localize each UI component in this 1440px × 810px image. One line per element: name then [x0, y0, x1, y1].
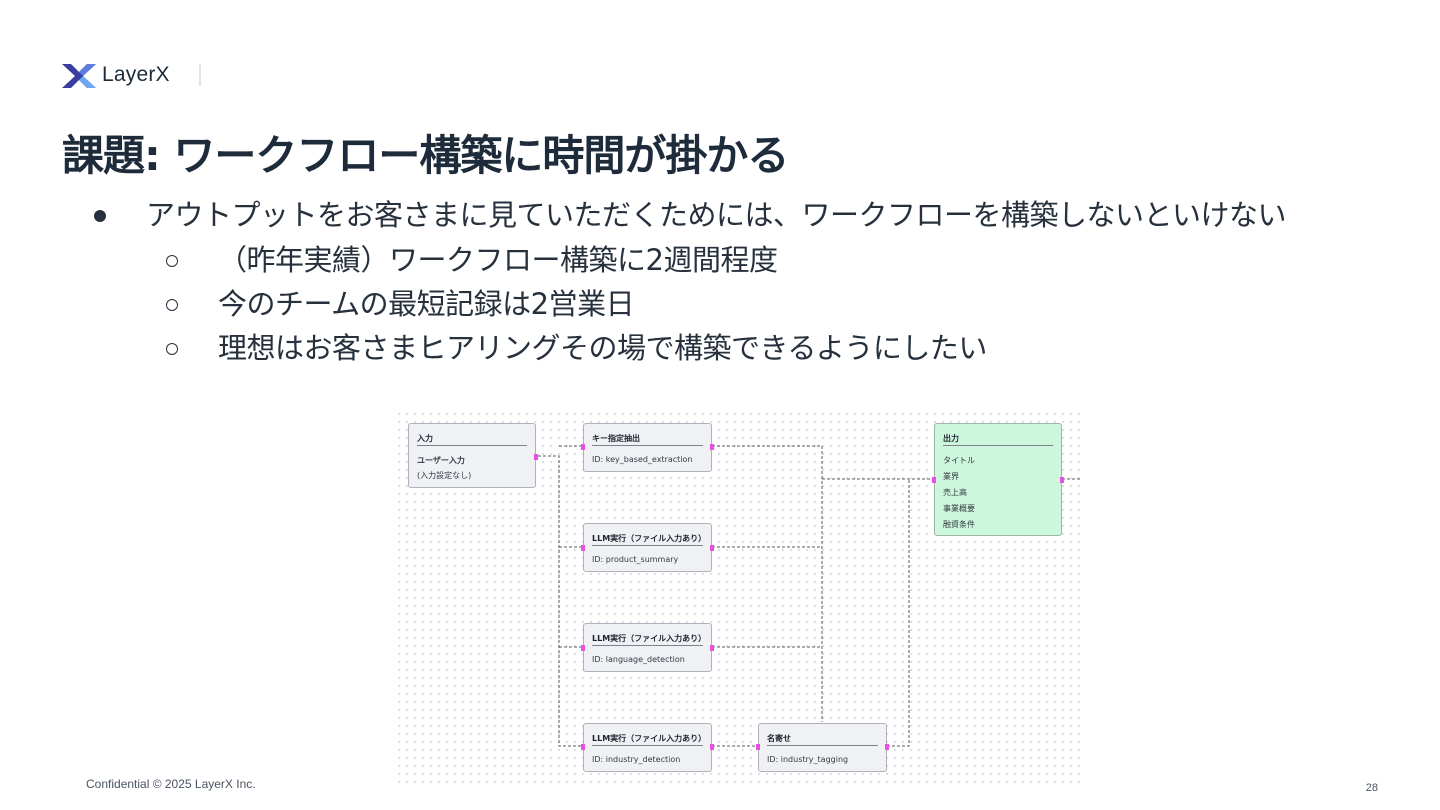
- output-port[interactable]: [710, 444, 714, 450]
- brand-name: LayerX: [102, 63, 170, 86]
- workflow-diagram-screenshot: 入力 ユーザー入力 (入力設定なし) キー指定抽出 ID: key_based_…: [395, 410, 1082, 785]
- node-id: ID: product_summary: [592, 555, 679, 564]
- node-divider: [592, 645, 703, 646]
- page-number: 28: [1365, 782, 1378, 794]
- node-naming[interactable]: 名寄せ ID: industry_tagging: [756, 723, 889, 772]
- output-port[interactable]: [710, 645, 714, 651]
- output-field: 事業概要: [943, 504, 975, 513]
- bullet-dot-icon: [94, 210, 106, 222]
- output-field: タイトル: [943, 456, 975, 465]
- output-port[interactable]: [710, 545, 714, 551]
- input-port[interactable]: [581, 444, 585, 450]
- node-id: ID: key_based_extraction: [592, 455, 693, 464]
- node-divider: [592, 745, 703, 746]
- slide-title: 課題: ワークフロー構築に時間が掛かる: [62, 131, 789, 180]
- bullet-main-text: アウトプットをお客さまに見ていただくためには、ワークフローを構築しないといけない: [146, 198, 1287, 232]
- node-output[interactable]: 出力 タイトル 業界 売上高 事業概要 融資条件: [932, 423, 1064, 536]
- node-divider: [943, 445, 1053, 446]
- output-field: 売上高: [943, 488, 967, 497]
- node-divider: [417, 445, 527, 446]
- sub-bullet-text: 理想はお客さまヒアリングその場で構築できるようにしたい: [218, 331, 987, 365]
- node-id: ID: industry_detection: [592, 755, 681, 764]
- node-input[interactable]: 入力 ユーザー入力 (入力設定なし): [408, 423, 538, 488]
- brand-logo: LayerX: [62, 60, 170, 90]
- workflow-connectors: [538, 445, 1082, 747]
- input-port[interactable]: [581, 645, 585, 651]
- output-port[interactable]: [710, 744, 714, 750]
- sub-bullet-circle-icon: [166, 343, 178, 355]
- input-port[interactable]: [581, 744, 585, 750]
- node-field: (入力設定なし): [417, 471, 472, 480]
- sub-bullet-circle-icon: [166, 299, 178, 311]
- output-port[interactable]: [1060, 477, 1064, 483]
- sub-bullet-text: （昨年実績）ワークフロー構築に2週間程度: [218, 243, 778, 277]
- node-header: LLM実行（ファイル入力あり）: [592, 634, 707, 643]
- node-llm-language-detection[interactable]: LLM実行（ファイル入力あり） ID: language_detection: [581, 623, 714, 672]
- node-header: キー指定抽出: [592, 434, 640, 443]
- node-id: ID: industry_tagging: [767, 755, 849, 764]
- output-port[interactable]: [885, 744, 889, 750]
- input-port[interactable]: [581, 545, 585, 551]
- input-port[interactable]: [932, 477, 936, 483]
- node-llm-industry-detection[interactable]: LLM実行（ファイル入力あり） ID: industry_detection: [581, 723, 714, 772]
- node-header: 出力: [943, 434, 959, 443]
- output-field: 融資条件: [943, 520, 975, 529]
- node-header: 名寄せ: [767, 734, 791, 743]
- node-llm-product-summary[interactable]: LLM実行（ファイル入力あり） ID: product_summary: [581, 523, 714, 572]
- node-divider: [592, 445, 703, 446]
- node-header: LLM実行（ファイル入力あり）: [592, 734, 707, 743]
- output-field: 業界: [943, 472, 959, 481]
- sub-bullet-circle-icon: [166, 255, 178, 267]
- node-id: ID: language_detection: [592, 655, 685, 664]
- node-header: LLM実行（ファイル入力あり）: [592, 534, 707, 543]
- node-divider: [592, 545, 703, 546]
- sub-bullet-text: 今のチームの最短記録は2営業日: [218, 287, 635, 321]
- node-header: 入力: [417, 434, 433, 443]
- output-port[interactable]: [534, 454, 538, 460]
- confidential-footer: Confidential © 2025 LayerX Inc.: [86, 777, 256, 791]
- node-field: ユーザー入力: [417, 456, 465, 465]
- node-divider: [767, 745, 878, 746]
- header-divider: [199, 64, 201, 86]
- layerx-logo-icon: [62, 64, 96, 88]
- node-key-extraction[interactable]: キー指定抽出 ID: key_based_extraction: [581, 423, 714, 472]
- input-port[interactable]: [756, 744, 760, 750]
